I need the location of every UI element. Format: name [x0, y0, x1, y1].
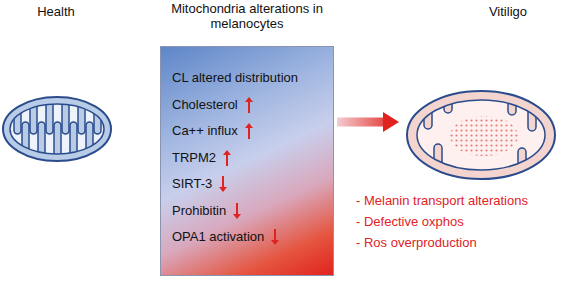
- consequence-note: - Defective oxphos: [356, 214, 464, 230]
- cristae: [14, 89, 101, 172]
- increase-arrow: [222, 149, 232, 167]
- alteration-item: Prohibitin: [172, 203, 226, 219]
- panel-heading: Mitochondria alterations in melanocytes: [168, 1, 326, 31]
- alterations-box: Mitochondria alterations in melanocytesC…: [160, 0, 334, 276]
- damaged-matrix: [450, 116, 518, 156]
- alteration-item: SIRT-3: [172, 176, 212, 192]
- outer-membrane: [407, 91, 555, 179]
- alteration-item: OPA1 activation: [172, 229, 264, 245]
- panel-heading: Health: [0, 4, 112, 20]
- alteration-item: Cholesterol: [172, 97, 238, 113]
- inner-membrane: [10, 104, 104, 154]
- increase-arrow: [244, 122, 254, 140]
- consequence-note: - Melanin transport alterations: [356, 193, 528, 209]
- inner-membrane: [417, 100, 545, 170]
- panel-heading: Vitiligo: [489, 4, 527, 20]
- decrease-arrow: [270, 228, 280, 246]
- transition-arrow: [337, 118, 387, 127]
- decrease-arrow: [232, 202, 242, 220]
- matrix: [417, 100, 545, 170]
- mitochondrion-panel: Vitiligo: [400, 0, 564, 184]
- increase-arrow: [244, 96, 254, 114]
- vitiligo-mitochondrion: [404, 88, 558, 182]
- consequence-note: - Ros overproduction: [356, 235, 477, 251]
- alteration-item: Ca++ influx: [172, 123, 238, 139]
- healthy-mitochondrion: [0, 94, 114, 164]
- decrease-arrow: [218, 175, 228, 193]
- alteration-item: CL altered distribution: [172, 70, 298, 86]
- mitochondrion-panel: Health: [0, 0, 112, 166]
- alteration-item: TRPM2: [172, 150, 216, 166]
